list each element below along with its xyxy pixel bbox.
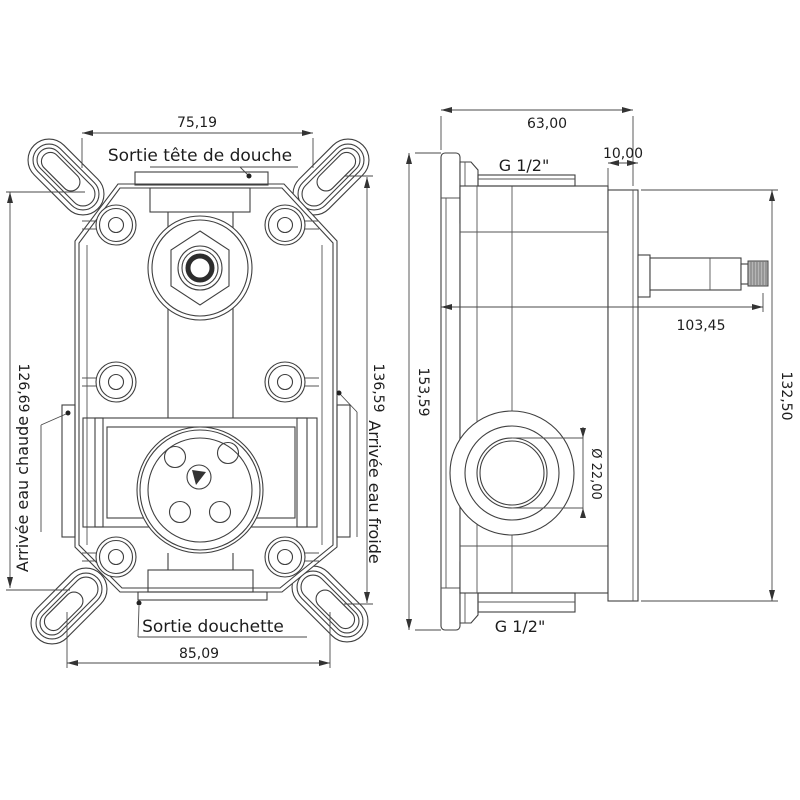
back-plate — [440, 152, 461, 631]
hex-nut — [170, 230, 230, 306]
leader-dot — [246, 173, 252, 179]
cartridge-hole — [208, 500, 232, 524]
top-outlet-silhouette — [477, 174, 576, 187]
center-marker — [186, 464, 212, 490]
dim-front-right-height: 136,59 — [370, 364, 386, 413]
front-view: 75,19 Sortie tête de douche 126,69 136,5… — [6, 115, 386, 668]
bottom-port-housing — [147, 569, 254, 593]
dim-depth: 103,45 — [677, 318, 726, 334]
dim-front-top-width: 75,19 — [177, 115, 217, 131]
shower-head-outlet-tab — [134, 171, 269, 186]
dimension-total-height: 153,59 — [406, 152, 441, 631]
dimension-plate-height: 132,50 — [641, 189, 794, 602]
cartridge-assembly — [136, 426, 264, 554]
label-cold-water-inlet: Arrivée eau froide — [336, 390, 384, 564]
leader-dot — [65, 410, 71, 416]
dim-front-left-height: 126,69 — [15, 364, 31, 413]
dimension-front-left-height: 126,69 — [6, 191, 85, 591]
dim-total-height: 153,59 — [415, 368, 431, 417]
top-port-housing — [149, 187, 251, 213]
top-valve-stem — [147, 215, 253, 321]
mounting-ear-bottom-left — [30, 567, 108, 645]
thread-label-top: G 1/2" — [499, 156, 550, 175]
cartridge-hole — [216, 441, 240, 465]
mounting-ear-bottom-right — [291, 565, 369, 643]
stem-cylinder — [649, 257, 742, 291]
left-inlet-boss — [61, 404, 76, 538]
handshower-outlet-text: Sortie douchette — [142, 617, 284, 637]
label-handshower-outlet: Sortie douchette — [136, 600, 307, 638]
dimension-depth: 103,45 — [441, 293, 764, 334]
dimension-bore: Ø 22,00 — [580, 427, 603, 518]
dim-front-bottom-width: 85,09 — [179, 646, 219, 662]
leader-dot — [336, 390, 342, 396]
dim-plate-thickness: 10,00 — [603, 146, 643, 162]
handshower-outlet-tab — [137, 591, 268, 601]
thread-label-bottom: G 1/2" — [495, 617, 546, 636]
bottom-outlet-silhouette — [477, 592, 576, 613]
cartridge-stem — [637, 254, 769, 298]
valve-body-side — [459, 185, 609, 594]
stem-neck — [740, 263, 749, 285]
side-bore — [449, 410, 583, 536]
cold-water-inlet-text: Arrivée eau froide — [365, 420, 384, 563]
left-inlet-plate — [82, 417, 104, 528]
dimension-plate-thickness: 10,00 — [603, 146, 643, 186]
shower-head-outlet-text: Sortie tête de douche — [108, 146, 292, 166]
front-plate — [607, 189, 639, 602]
side-view: 63,00 10,00 G 1/2" 153,59 132,50 — [406, 107, 794, 636]
dimension-front-right-height: 136,59 — [344, 175, 386, 605]
label-hot-water-inlet: Arrivée eau chaude — [13, 410, 71, 572]
dimension-front-bottom-width: 85,09 — [66, 612, 331, 668]
cartridge-hole — [168, 500, 192, 524]
hot-water-inlet-text: Arrivée eau chaude — [13, 416, 32, 572]
right-inlet-boss — [336, 404, 351, 538]
dimension-front-top-width: 75,19 — [81, 115, 314, 168]
screw-bosses — [82, 204, 319, 578]
leader-dot — [136, 600, 142, 606]
stem-collar — [637, 254, 651, 298]
dim-plate-height: 132,50 — [778, 372, 794, 421]
dim-side-width: 63,00 — [527, 116, 567, 132]
dim-bore: Ø 22,00 — [588, 448, 603, 500]
dimension-side-width: 63,00 — [440, 107, 634, 186]
cartridge-hole — [163, 445, 187, 469]
label-shower-head-outlet: Sortie tête de douche — [108, 146, 298, 179]
